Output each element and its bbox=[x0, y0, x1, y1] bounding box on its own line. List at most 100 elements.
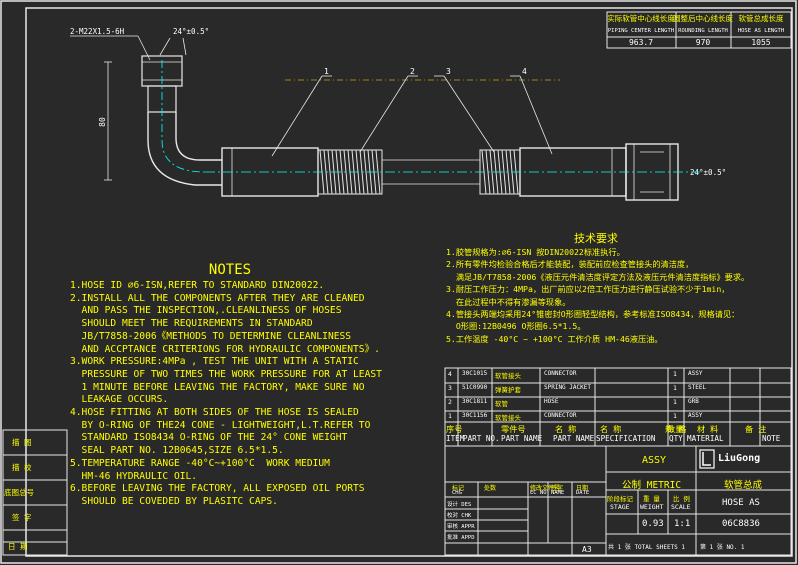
sign-row-label: 审核 APPR bbox=[447, 524, 475, 530]
bom-cell-name_cn: 软管 bbox=[495, 400, 508, 408]
length-h3: 软管总成长度 bbox=[739, 13, 784, 23]
hdr-qty-en: QTY bbox=[669, 434, 683, 443]
stage-en: STAGE bbox=[610, 503, 630, 511]
text-line: 1 MINUTE BEFORE LEAVING THE FACTORY, MAK… bbox=[70, 381, 365, 393]
bom-cell-qty: 1 bbox=[673, 398, 677, 406]
strip-draw: 描 图 bbox=[12, 437, 32, 447]
length-table: 实际软管中心线长度 PIPING CENTER LENGTH 圆整后中心线长度 … bbox=[606, 11, 792, 49]
bom-cell-part_no: 30C1015 bbox=[462, 370, 488, 377]
text-line: SHOULD BE COVEDED BY PLASITC CAPS. bbox=[70, 495, 278, 507]
hdr-spec-en: SPECIFICATION bbox=[596, 434, 656, 443]
hdr-mat-cn: 材 料 bbox=[697, 424, 719, 434]
company-logo-text: LiuGong bbox=[718, 453, 761, 464]
text-line: 4.管接头两端均采用24°锥密封O形圈轻型结构，参考标准ISO8434，规格请见… bbox=[446, 309, 740, 320]
total-sheets: 共 1 张 TOTAL SHEETS 1 bbox=[608, 544, 686, 551]
text-line: STANDARD ISO8434 O-RING OF THE 24° CONE … bbox=[70, 432, 348, 444]
bom-cell-name_en: HOSE bbox=[544, 398, 559, 405]
weight-en: WEIGHT bbox=[640, 503, 664, 511]
bom-cell-name_cn: 软管接头 bbox=[495, 372, 521, 380]
bom-cell-no: 4 bbox=[448, 370, 452, 378]
text-line: 2.所有零件均检验合格后才能装配，装配前应检查管接头的清洁度， bbox=[446, 259, 694, 270]
hdr-name2-en: PART NAME bbox=[553, 434, 595, 443]
stage-label: 阶段标记 bbox=[607, 495, 633, 503]
callout-2: 2 bbox=[410, 67, 415, 76]
hdr-item-cn: 序号 bbox=[446, 424, 463, 434]
inner-frame bbox=[25, 7, 793, 557]
hdr-name-en: PART NAME bbox=[501, 434, 543, 443]
change-cell: CHG bbox=[452, 490, 462, 496]
length-v3: 1055 bbox=[751, 38, 770, 47]
notes-title: NOTES bbox=[208, 262, 252, 278]
angle-label-top: 24°±0.5° bbox=[173, 27, 209, 36]
title-name-cn: 软管总成 bbox=[724, 480, 763, 491]
length-v1: 963.7 bbox=[629, 38, 653, 47]
bom-cell-name_en: CONNECTOR bbox=[544, 412, 577, 419]
part-number: 06C8836 bbox=[722, 519, 760, 529]
strip-check: 描 校 bbox=[12, 462, 32, 472]
bom-cell-name_cn: 弹簧护套 bbox=[495, 386, 521, 394]
thread-label: 2-M22X1.5-6H bbox=[70, 27, 125, 36]
bom-cell-no: 1 bbox=[448, 412, 452, 420]
height-dimension: 80 bbox=[98, 117, 107, 127]
bom-cell-name_en: CONNECTOR bbox=[544, 370, 577, 377]
hose-assembly-drawing: 2-M22X1.5-6H 24°±0.5° 80 bbox=[70, 27, 726, 201]
metric-label: 公制 METRIC bbox=[622, 480, 682, 491]
text-line: 3.WORK PRESSURE:4MPa , TEST THE UNIT WIT… bbox=[70, 356, 359, 368]
callout-3: 3 bbox=[446, 67, 451, 76]
sheet-size: A3 bbox=[582, 545, 592, 554]
text-line: AND PASS THE INSPECTION,.CLEANLINESS OF … bbox=[70, 305, 342, 317]
change-cell: 日期 bbox=[576, 485, 589, 492]
scale-en: SCALE bbox=[671, 503, 691, 511]
length-v2: 970 bbox=[696, 38, 711, 47]
notes-block: NOTES 1.HOSE ID ∅6-ISN,REFER TO STANDARD… bbox=[70, 262, 430, 509]
hdr-note-en: NOTE bbox=[762, 434, 781, 443]
bom-cell-qty: 1 bbox=[673, 384, 677, 392]
text-line: BY O-RING OF THE24 CONE - LIGHTWEIGHT,L.… bbox=[70, 419, 371, 431]
callout-4: 4 bbox=[522, 67, 527, 76]
text-line: PRESSURE OF TWO TIMES THE WORK PRESSURE … bbox=[70, 368, 382, 380]
text-line: 1.胶管规格为:∅6-ISN 按DIN20022标准执行。 bbox=[446, 247, 625, 257]
bom-cell-material: ASSY bbox=[688, 412, 703, 419]
title-name-en: HOSE AS bbox=[722, 498, 760, 508]
scale-value: 1:1 bbox=[674, 519, 691, 529]
length-h3e: HOSE AS LENGTH bbox=[738, 28, 784, 34]
bom-cell-no: 3 bbox=[448, 384, 452, 392]
change-cell: 标记 bbox=[452, 485, 465, 492]
bom-cell-material: GRB bbox=[688, 398, 699, 405]
change-cell: DATE bbox=[576, 490, 590, 496]
bom-cell-part_no: 51C0990 bbox=[462, 384, 488, 391]
bom-cell-qty: 1 bbox=[673, 412, 677, 420]
left-strip-table: 描 图 描 校 底图总号 签 字 日 期 bbox=[2, 429, 68, 556]
weight-value: 0.93 bbox=[642, 519, 664, 529]
text-line: 4.HOSE FITTING AT BOTH SIDES OF THE HOSE… bbox=[70, 407, 359, 419]
text-line: LEAKAGE OCCURS. bbox=[70, 394, 169, 406]
sign-row-label: 批准 APPD bbox=[447, 535, 475, 541]
sign-row-label: 设计 DES bbox=[447, 502, 472, 508]
bom-cell-qty: 1 bbox=[673, 370, 677, 378]
text-line: 5.TEMPERATURE RANGE -40°C~+100°C WORK ME… bbox=[70, 457, 330, 469]
bom-cell-material: STEEL bbox=[688, 384, 707, 391]
hdr-partno-en: PART NO. bbox=[463, 434, 500, 443]
hdr-item-en: ITEM bbox=[446, 434, 465, 443]
bom-cell-name_cn: 软管接头 bbox=[495, 414, 521, 422]
strip-sign: 签 字 bbox=[12, 512, 32, 522]
tech-req-title: 技术要求 bbox=[574, 232, 618, 245]
bom-cell-name_en: SPRING JACKET bbox=[544, 384, 591, 391]
text-line: 3.耐压工作压力：4MPa，出厂前应以2倍工作压力进行静压试验不少于1min， bbox=[446, 284, 730, 295]
change-cell: 处数 bbox=[484, 485, 497, 492]
weight-label: 重 量 bbox=[643, 495, 660, 503]
callout-1: 1 bbox=[324, 67, 329, 76]
hdr-mat-en: MATERIAL bbox=[687, 434, 724, 443]
strip-date: 日 期 bbox=[8, 542, 28, 551]
sign-row-label: 校对 CHK bbox=[447, 513, 472, 519]
text-line: 6.BEFORE LEAVING THE FACTORY, ALL EXPOSE… bbox=[70, 483, 365, 495]
text-line: JB/T7858-2006《METHODS TO DETERMINE CLEAN… bbox=[70, 330, 352, 342]
bom-header-cn: 序号 零件号 名 称 名 称 规 格 数量 材 料 备 注 bbox=[445, 423, 791, 434]
change-cell: EC NO. bbox=[530, 490, 550, 496]
strip-base: 底图总号 bbox=[4, 487, 34, 497]
tech-requirements: 技术要求 1.胶管规格为:∅6-ISN 按DIN20022标准执行。 2.所有零件… bbox=[446, 230, 786, 345]
length-h2e: ROUNDING LENGTH bbox=[678, 28, 728, 34]
bom-cell-part_no: 30C1156 bbox=[462, 412, 488, 419]
